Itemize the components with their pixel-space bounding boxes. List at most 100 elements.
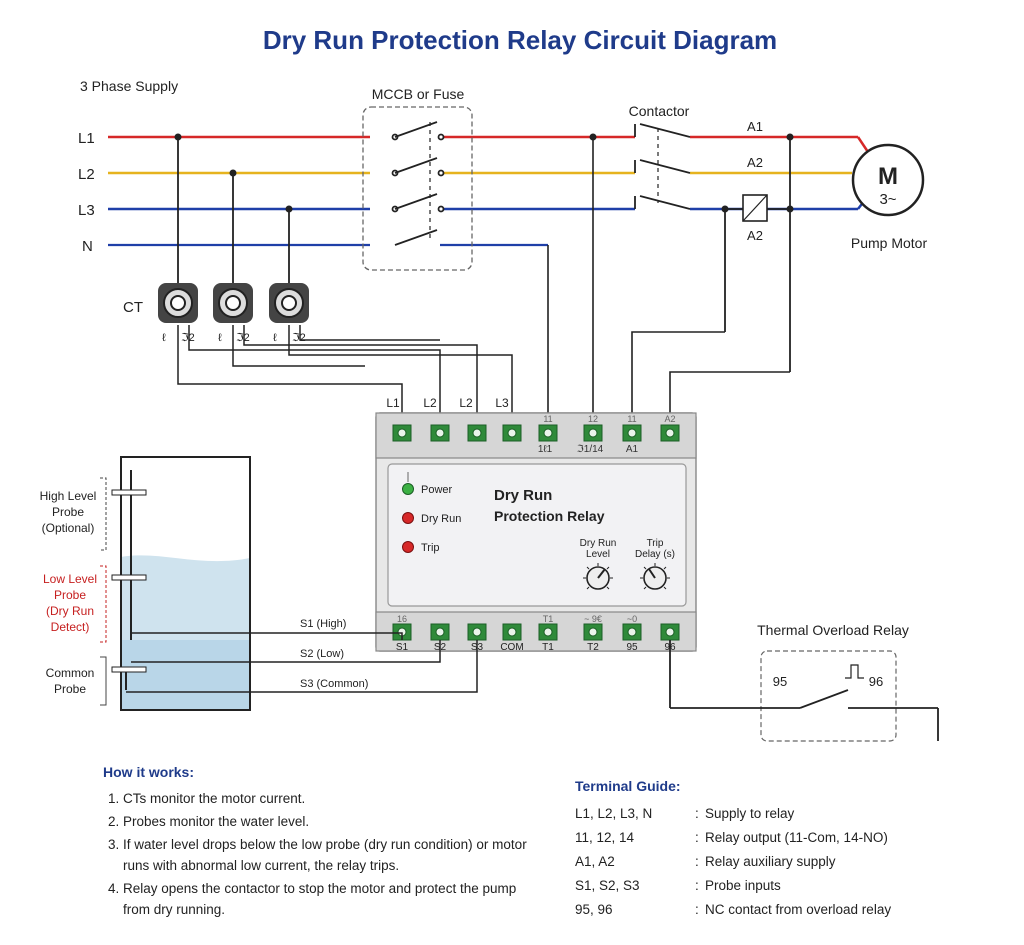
relay-title-line1: Dry Run xyxy=(494,487,552,504)
guide-desc: Probe inputs xyxy=(705,878,781,893)
ct-label: CT xyxy=(123,299,143,316)
probe-low-label-2: Probe xyxy=(54,588,86,602)
mccb-box xyxy=(362,106,473,271)
how-it-works-section: How it works: CTs monitor the motor curr… xyxy=(103,764,543,922)
probe-high-label-2: Probe xyxy=(52,505,84,519)
supply-label: 3 Phase Supply xyxy=(80,78,178,94)
ct-3 xyxy=(269,283,309,323)
trip-led-label: Trip xyxy=(421,542,440,554)
ct1-terminal-2: ℑ2 xyxy=(181,332,195,344)
relay-inner-label-3: A1 xyxy=(626,444,639,455)
probe-high-label-1: High Level xyxy=(40,489,97,503)
guide-desc: Supply to relay xyxy=(705,806,795,821)
guide-row: L1, L2, L3, N:Supply to relay xyxy=(575,802,995,826)
relay-bottom-label-s1: S1 xyxy=(396,642,409,653)
probe-common-label-2: Probe xyxy=(54,682,86,696)
wire-label-s1: S1 (High) xyxy=(300,618,346,630)
trip-led xyxy=(402,541,414,553)
guide-term: L1, L2, L3, N xyxy=(575,806,653,821)
relay-body xyxy=(375,412,697,652)
guide-term: 11, 12, 14 xyxy=(575,830,635,845)
ct3-terminal-1: ℓ xyxy=(273,332,277,344)
relay-top-mark-2: 12 xyxy=(588,414,598,424)
relay-top-mark-3: 11 xyxy=(627,414,636,424)
knob2-label-line1: Trip xyxy=(647,538,664,549)
overload-terminal-96: 96 xyxy=(869,674,883,689)
terminal-guide-section: Terminal Guide: L1, L2, L3, N:Supply to … xyxy=(575,778,995,922)
guide-term: S1, S2, S3 xyxy=(575,878,640,893)
guide-desc: Relay output (11-Com, 14-NO) xyxy=(705,830,888,845)
overload-label: Thermal Overload Relay xyxy=(757,622,909,638)
how-step-1: CTs monitor the motor current. xyxy=(123,788,543,809)
ct-1 xyxy=(158,283,198,323)
ct-drop-wires xyxy=(177,137,290,285)
diagram-title: Dry Run Protection Relay Circuit Diagram xyxy=(263,25,777,55)
guide-term: A1, A2 xyxy=(575,854,615,869)
line-label-l1: L1 xyxy=(78,130,95,147)
ct3-terminal-2: ℑ2 xyxy=(292,332,306,344)
guide-row: S1, S2, S3:Probe inputs xyxy=(575,874,995,898)
knob1-label-line1: Dry Run xyxy=(580,538,617,549)
relay-bottom-mark-2: T1 xyxy=(543,614,554,624)
coil-label-a2-top: A2 xyxy=(747,155,763,170)
probe-common-label-1: Common xyxy=(46,666,95,680)
mccb-label: MCCB or Fuse xyxy=(372,86,465,102)
wire-label-s3: S3 (Common) xyxy=(300,678,368,690)
relay-inner-label-1: 1ℓ1 xyxy=(538,444,553,455)
dry-run-led-label: Dry Run xyxy=(421,513,461,525)
relay-bottom-mark-4: ~0 xyxy=(627,614,637,624)
knob1-label-line2: Level xyxy=(586,549,610,560)
overload-contact xyxy=(669,640,939,741)
probe-high-label-3: (Optional) xyxy=(42,521,95,535)
how-step-2: Probes monitor the water level. xyxy=(123,811,543,832)
power-led-label: Power xyxy=(421,484,453,496)
knob2-label-line2: Delay (s) xyxy=(635,549,675,560)
probe-low-label-3: (Dry Run xyxy=(46,604,94,618)
relay-top-mark-1: 11 xyxy=(543,414,552,424)
dry-run-led xyxy=(402,512,414,524)
how-it-works-title: How it works: xyxy=(103,764,195,780)
overload-terminal-95: 95 xyxy=(773,674,787,689)
mccb-switch-contacts xyxy=(391,121,445,246)
line-label-l3: L3 xyxy=(78,202,95,219)
guide-desc: NC contact from overload relay xyxy=(705,902,892,917)
relay-bottom-mark-3: ~ 9€ xyxy=(584,614,602,624)
motor-phase: 3~ xyxy=(879,191,896,208)
ct2-terminal-2: ℑ2 xyxy=(236,332,250,344)
ct2-terminal-1: ℓ xyxy=(218,332,222,344)
overload-box xyxy=(760,650,897,742)
ct1-terminal-1: ℓ xyxy=(162,332,166,344)
relay-top-label-3: L2 xyxy=(459,396,473,410)
dry-run-level-knob[interactable] xyxy=(583,563,613,590)
relay-top-mark-4: A2 xyxy=(664,414,675,424)
wire-l1 xyxy=(108,135,872,156)
trip-delay-knob[interactable] xyxy=(640,563,670,590)
line-label-n: N xyxy=(82,238,93,255)
relay-title-line2: Protection Relay xyxy=(494,508,605,524)
guide-term: 95, 96 xyxy=(575,902,613,917)
relay-bottom-mark-1: 16 xyxy=(397,614,407,624)
relay-top-wires xyxy=(547,137,790,425)
guide-row: A1, A2:Relay auxiliary supply xyxy=(575,850,995,874)
ct-2 xyxy=(213,283,253,323)
power-led xyxy=(402,483,414,495)
ct-relay-wires xyxy=(177,325,513,425)
coil-label-a1: A1 xyxy=(747,119,763,134)
relay-bottom-label-t1: T1 xyxy=(542,642,554,653)
coil-label-a2-bottom: A2 xyxy=(747,228,763,243)
probe-low-label-4: Detect) xyxy=(51,620,90,634)
guide-row: 11, 12, 14:Relay output (11-Com, 14-NO) xyxy=(575,826,995,850)
wire-label-s2: S2 (Low) xyxy=(300,648,344,660)
line-label-l2: L2 xyxy=(78,166,95,183)
relay-bottom-label-95: 95 xyxy=(626,642,638,653)
how-step-3: If water level drops below the low probe… xyxy=(123,834,543,876)
relay-top-label-1: L1 xyxy=(386,396,400,410)
motor-label: Pump Motor xyxy=(851,235,928,251)
relay-bottom-label-t2: T2 xyxy=(587,642,599,653)
contactor-label: Contactor xyxy=(629,103,690,119)
pump-motor xyxy=(851,143,925,217)
terminal-guide-title: Terminal Guide: xyxy=(575,778,681,794)
probe-low-label-1: Low Level xyxy=(43,572,97,586)
guide-row: 95, 96:NC contact from overload relay xyxy=(575,898,995,922)
